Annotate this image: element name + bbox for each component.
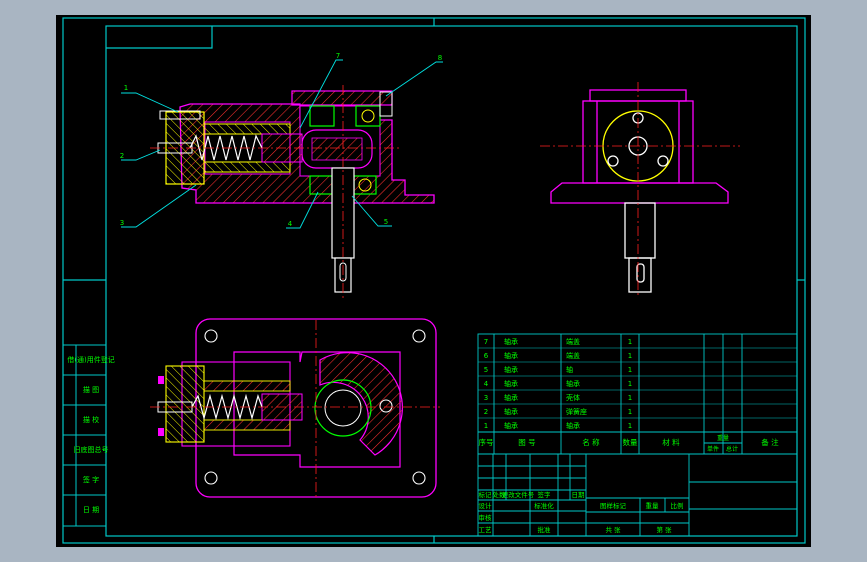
parts-header-cell: 备 注 [761, 437, 779, 447]
tb-scale: 比例 [671, 501, 684, 510]
parts-row-no: 6 [484, 352, 489, 360]
side-block-label: 旧底图总号 [74, 445, 109, 454]
parts-row-name: 轴承 [566, 421, 580, 430]
parts-row-no: 1 [484, 422, 488, 430]
parts-row-qty: 1 [628, 338, 632, 346]
top-section-view [150, 318, 440, 500]
tb-sheet-no: 第 张 [656, 525, 672, 534]
parts-row-name: 端盖 [566, 337, 580, 346]
side-block-label: 借(通)用件登记 [67, 355, 114, 364]
parts-header-weight: 重量 [717, 434, 729, 442]
balloon-number: 3 [120, 219, 124, 227]
tb-label: 签字 [538, 490, 552, 499]
parts-row-name: 轴 [566, 365, 573, 374]
balloon-number: 7 [336, 52, 340, 60]
parts-header-cell: 单件 [707, 445, 719, 453]
parts-row-code: 轴承 [504, 393, 518, 402]
tb-label: 更改文件号 [502, 490, 535, 499]
part-balloons: 1 2 3 4 5 7 8 [120, 52, 442, 228]
parts-row-qty: 1 [628, 380, 632, 388]
parts-list-header: 序号 图 号 名 称 数量 材 料单件总计 备 注 重量 [479, 434, 780, 453]
parts-row-no: 7 [484, 338, 488, 346]
tb-label: 批准 [538, 525, 552, 534]
parts-header-cell: 材 料 [662, 437, 680, 447]
tb-label: 标准化 [534, 501, 554, 510]
front-section-view [150, 85, 435, 298]
balloon-number: 4 [288, 220, 293, 228]
parts-row-code: 轴承 [504, 351, 518, 360]
parts-row-qty: 1 [628, 408, 632, 416]
parts-row-no: 5 [484, 366, 488, 374]
parts-header-cell: 数量 [623, 437, 638, 447]
tb-label: 处数 [493, 490, 507, 499]
tb-stage: 图样标记 [600, 501, 627, 510]
parts-row-name: 轴承 [566, 379, 580, 388]
tb-label: 工艺 [479, 526, 493, 534]
parts-row-qty: 1 [628, 352, 632, 360]
end-cover [291, 90, 393, 106]
balloon-number: 2 [120, 152, 124, 160]
tb-sheets-total: 共 张 [605, 525, 621, 534]
drawing-background [56, 15, 811, 547]
tb-label: 审核 [479, 513, 493, 522]
parts-header-cell: 图 号 [518, 438, 535, 447]
parts-row-name: 壳体 [566, 393, 580, 402]
parts-row-code: 轴承 [504, 407, 518, 416]
parts-row-code: 轴承 [504, 337, 518, 346]
parts-row-no: 3 [484, 394, 488, 402]
side-block-label: 描 图 [83, 385, 99, 394]
side-view [540, 82, 740, 298]
tb-label: 日期 [572, 491, 586, 499]
side-registration-block [62, 344, 107, 527]
side-block-label: 描 校 [83, 415, 99, 424]
balloon-number: 8 [438, 54, 442, 62]
bolt-top [159, 110, 201, 120]
parts-row-name: 弹簧座 [566, 407, 587, 416]
parts-row-no: 4 [484, 380, 489, 388]
balloon-number: 5 [384, 218, 388, 226]
parts-row-code: 轴承 [504, 421, 518, 430]
parts-row-qty: 1 [628, 366, 632, 374]
bearing-top [309, 105, 335, 127]
parts-row-code: 轴承 [504, 379, 518, 388]
side-block-label: 签 字 [83, 475, 99, 484]
parts-header-cell: 名 称 [582, 437, 600, 447]
title-block-labels: 标记处数更改文件号签字 日期设计 标准化审核工艺 批准 图样标记 重量 比例共 张 第 张 [479, 490, 684, 534]
balloon-number: 1 [124, 84, 128, 92]
spring [189, 134, 263, 161]
drawing-frame [62, 17, 806, 544]
leader-lines [121, 59, 443, 229]
tb-label: 标记 [479, 490, 493, 499]
parts-row-name: 端盖 [566, 351, 580, 360]
parts-row-no: 2 [484, 408, 488, 416]
title-block [477, 453, 798, 537]
parts-header-cell: 序号 [479, 437, 494, 447]
parts-row-code: 轴承 [504, 365, 518, 374]
tb-label: 设计 [479, 501, 493, 510]
cam-rotor [319, 352, 403, 456]
tb-weight: 重量 [646, 502, 660, 510]
side-block-label: 日 期 [83, 506, 99, 514]
parts-row-qty: 1 [628, 422, 632, 430]
parts-row-qty: 1 [628, 394, 632, 402]
parts-header-cell: 总计 [726, 445, 738, 453]
